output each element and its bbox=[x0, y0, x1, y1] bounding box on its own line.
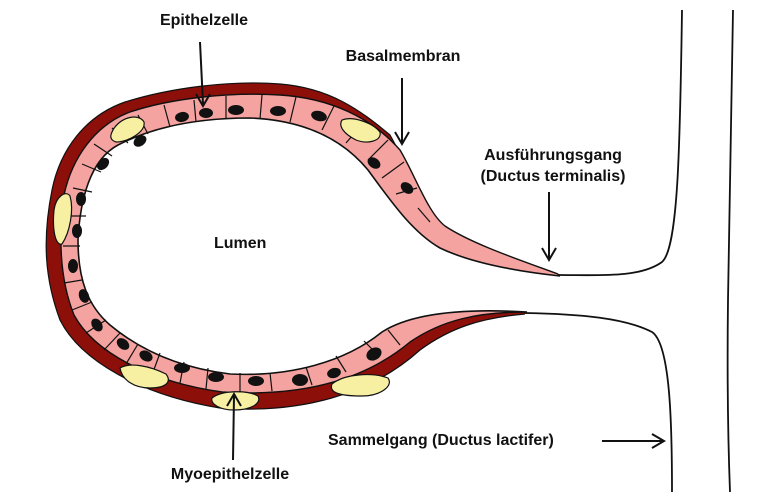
label-epithelzelle: Epithelzelle bbox=[160, 11, 248, 30]
arrow-myoepithelzelle bbox=[233, 396, 234, 460]
terminal-duct-lower-wall bbox=[525, 313, 672, 492]
nucleus bbox=[174, 363, 190, 373]
label-basalmembran: Basalmembran bbox=[346, 47, 461, 66]
nucleus bbox=[248, 376, 264, 386]
nucleus bbox=[208, 372, 224, 382]
nucleus bbox=[199, 108, 213, 118]
nucleus bbox=[292, 374, 308, 386]
duct-walls bbox=[525, 10, 733, 492]
nucleus bbox=[270, 106, 286, 116]
label-myoepithelzelle: Myoepithelzelle bbox=[171, 465, 289, 484]
label-ausfuehrungsgang: Ausführungsgang bbox=[484, 146, 622, 165]
nucleus bbox=[68, 259, 78, 273]
label-sammelgang: Sammelgang (Ductus lactifer) bbox=[328, 431, 554, 450]
terminal-duct-upper-wall bbox=[558, 10, 682, 275]
collecting-duct-outer-wall bbox=[728, 10, 733, 492]
label-ductus-terminalis: (Ductus terminalis) bbox=[481, 167, 626, 186]
nucleus bbox=[76, 192, 86, 206]
nucleus bbox=[72, 224, 82, 238]
label-lumen: Lumen bbox=[214, 234, 266, 253]
nucleus bbox=[228, 105, 244, 115]
